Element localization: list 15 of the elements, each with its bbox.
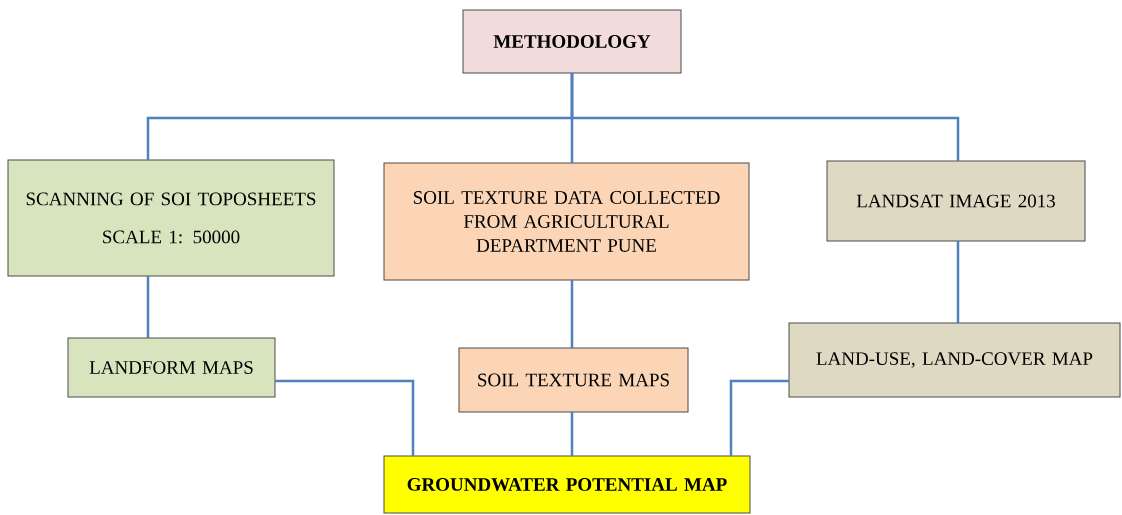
title-box: METHODOLOGY	[462, 9, 682, 74]
connector-line	[729, 379, 789, 456]
connector-line	[570, 73, 960, 161]
process-box: SOIL TEXTURE MAPS	[458, 347, 689, 413]
connector-line	[956, 241, 960, 323]
process-box: SCANNING OF SOI TOPOSHEETS SCALE 1: 50000	[7, 159, 335, 277]
process-box: LANDSAT IMAGE 2013	[826, 160, 1086, 242]
process-box: SOIL TEXTURE DATA COLLECTED FROM AGRICULTURAL DEPARTMENT PUNE	[383, 162, 750, 281]
result-box: GROUNDWATER POTENTIAL MAP	[383, 455, 751, 514]
connector-line	[275, 379, 415, 456]
connector-line	[570, 412, 574, 456]
process-box: LAND-USE, LAND-COVER MAP	[788, 322, 1121, 398]
connector-line	[570, 280, 574, 348]
connector-line	[146, 276, 150, 338]
process-box: LANDFORM MAPS	[67, 337, 276, 398]
